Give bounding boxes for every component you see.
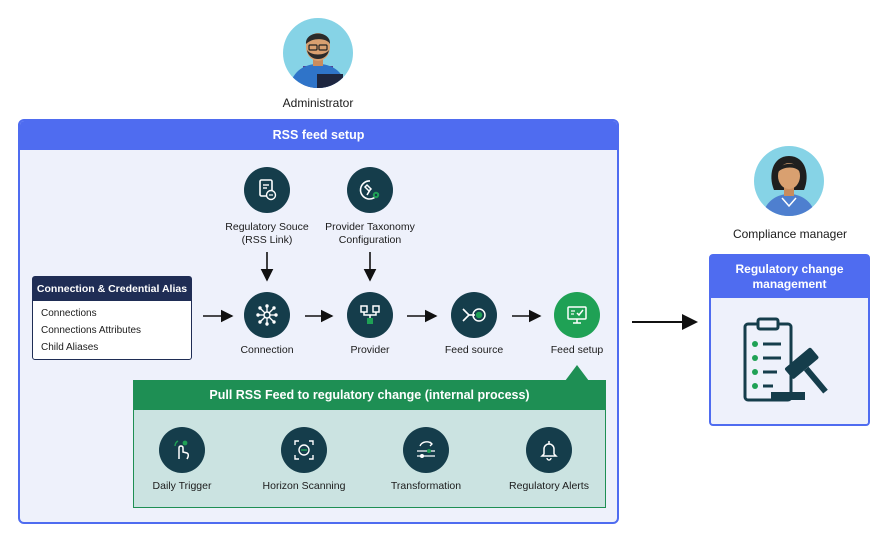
- monitor-check-icon: [567, 306, 587, 324]
- scan-chat-icon: [294, 440, 314, 460]
- feed-source-label: Feed source: [444, 344, 504, 356]
- feed-setup-pointer: [565, 365, 589, 381]
- alias-item-child-aliases: Child Aliases: [41, 342, 99, 353]
- hierarchy-icon: [360, 305, 380, 324]
- transformation-label: Transformation: [390, 480, 462, 492]
- regulatory-alerts-label: Regulatory Alerts: [509, 480, 589, 492]
- feed-source-node[interactable]: [451, 292, 497, 338]
- regulatory-change-title: Regulatory change management: [711, 256, 868, 298]
- provider-label: Provider: [350, 344, 390, 356]
- feed-setup-node[interactable]: [554, 292, 600, 338]
- regulatory-source-label-line1: Regulatory Souce: [225, 221, 309, 233]
- compliance-manager-avatar: [754, 146, 824, 216]
- alias-item-connections: Connections: [41, 308, 97, 319]
- transformation-node[interactable]: [403, 427, 449, 473]
- provider-taxonomy-label-line2: Configuration: [338, 234, 402, 246]
- horizon-scanning-node[interactable]: [281, 427, 327, 473]
- compliance-manager-label: Compliance manager: [732, 227, 848, 241]
- horizon-scanning-label: Horizon Scanning: [262, 480, 346, 492]
- pull-rss-feed-title: Pull RSS Feed to regulatory change (inte…: [133, 380, 606, 410]
- administrator-label: Administrator: [282, 96, 354, 110]
- wrench-gear-icon: [359, 180, 380, 200]
- regulatory-source-label: Regulatory Souce (RSS Link): [225, 221, 308, 247]
- connection-label: Connection: [240, 344, 294, 356]
- network-hub-icon: [256, 304, 278, 326]
- connection-alias-title: Connection & Credential Alias: [33, 277, 191, 301]
- administrator-avatar: [283, 18, 353, 88]
- provider-taxonomy-label-line1: Provider Taxonomy: [325, 221, 415, 233]
- provider-taxonomy-node[interactable]: [347, 167, 393, 213]
- daily-trigger-node[interactable]: [159, 427, 205, 473]
- regulatory-source-node[interactable]: [244, 167, 290, 213]
- bell-icon: [540, 441, 558, 461]
- rss-feed-setup-title: RSS feed setup: [20, 121, 617, 150]
- rss-document-icon: [259, 179, 277, 201]
- regulatory-source-label-line2: (RSS Link): [241, 234, 293, 246]
- provider-taxonomy-label: Provider Taxonomy Configuration: [325, 221, 415, 247]
- connection-node[interactable]: [244, 292, 290, 338]
- clipboard-gavel-icon: [743, 317, 828, 402]
- touch-trigger-icon: [174, 440, 190, 460]
- regulatory-change-title-line2: management: [752, 277, 827, 291]
- provider-node[interactable]: [347, 292, 393, 338]
- daily-trigger-label: Daily Trigger: [152, 480, 212, 492]
- feed-setup-label: Feed setup: [550, 344, 604, 356]
- transform-sliders-icon: [417, 441, 435, 458]
- regulatory-change-title-line1: Regulatory change: [735, 262, 844, 276]
- alias-item-connection-attributes: Connections Attributes: [41, 325, 142, 336]
- feed-source-icon: [462, 308, 486, 322]
- regulatory-alerts-node[interactable]: [526, 427, 572, 473]
